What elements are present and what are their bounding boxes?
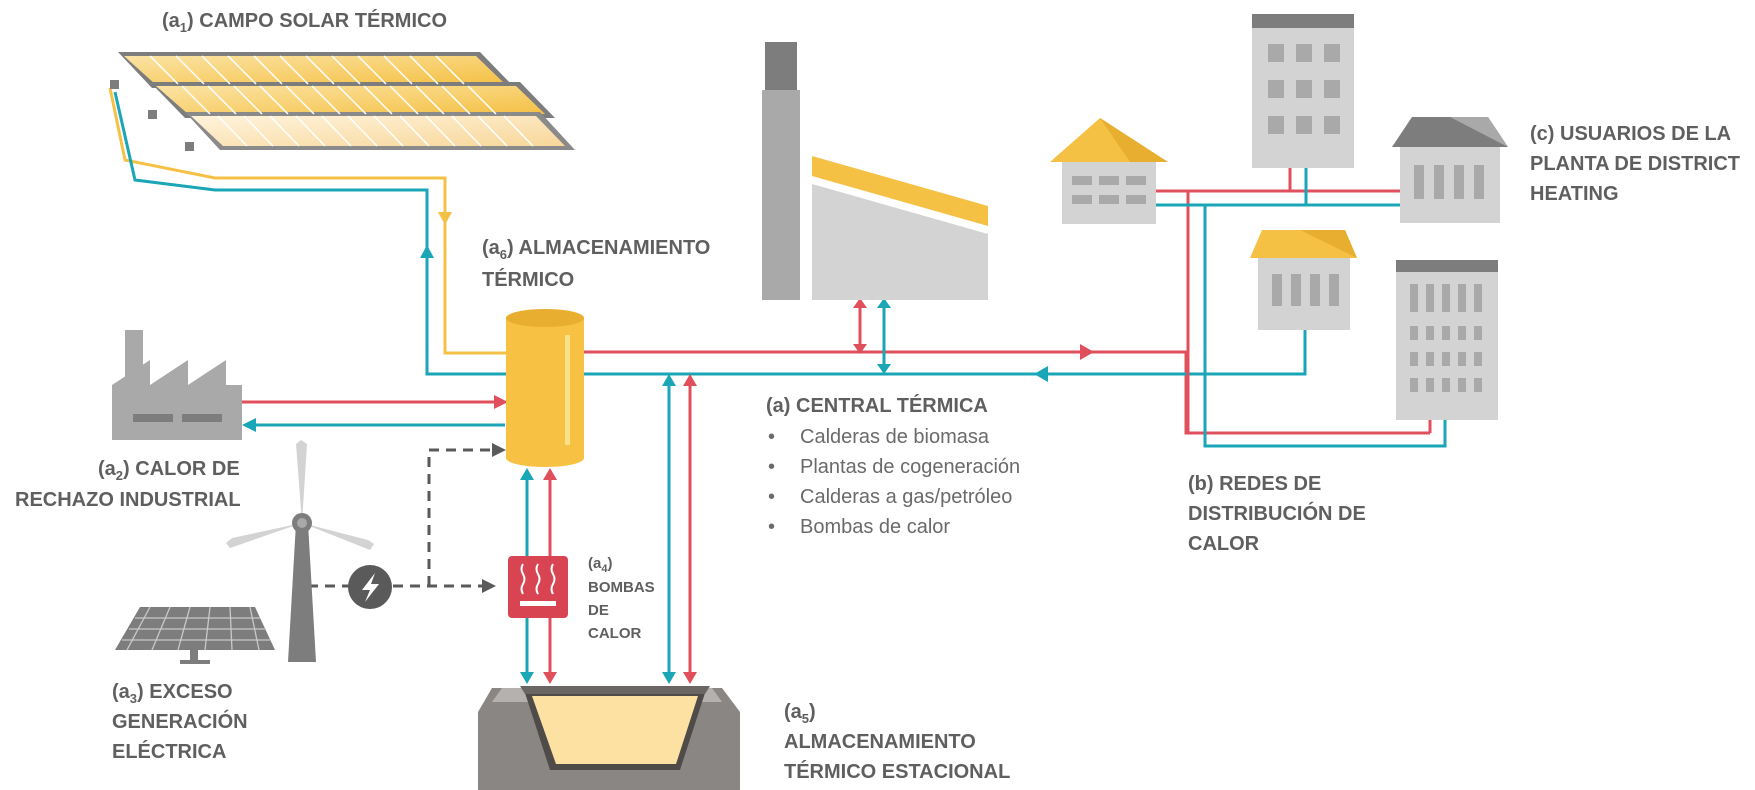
tank-cold-arrow-down xyxy=(520,672,534,684)
central-item: Calderas de biomasa xyxy=(800,426,990,448)
power-plant-icon xyxy=(762,42,988,300)
main-cold-pipe xyxy=(584,323,1307,376)
label-a5: (a5) xyxy=(784,701,816,726)
seasonal-storage-pit-icon xyxy=(478,686,740,790)
label-a2: (a2) CALOR DE xyxy=(98,458,240,483)
label-a-title: (a) CENTRAL TÉRMICA xyxy=(766,394,988,417)
label-b-line2: DISTRIBUCIÓN DE xyxy=(1188,501,1366,525)
label-a6-line2: TÉRMICO xyxy=(482,268,574,291)
tank-hot-arrow-up xyxy=(543,468,557,480)
label-a6: (a6) ALMACENAMIENTO xyxy=(482,237,710,262)
electric-dashed-line xyxy=(308,448,497,588)
electric-arrow-tank xyxy=(492,443,506,457)
label-a1: (a1) CAMPO SOLAR TÉRMICO xyxy=(162,9,447,35)
label-a3-line2: GENERACIÓN xyxy=(112,709,248,733)
electric-arrow-heatpump xyxy=(482,579,496,593)
label-a4-line4: CALOR xyxy=(588,625,641,642)
house-icon xyxy=(1050,118,1168,224)
label-a4: (a4) xyxy=(588,555,612,575)
central-item: Calderas a gas/petróleo xyxy=(800,486,1012,508)
apartment-building-icon xyxy=(1396,260,1498,420)
seasonal-hot-arrow-up xyxy=(683,374,697,386)
label-a4-line3: DE xyxy=(588,602,609,619)
main-cold-arrow xyxy=(1034,366,1048,382)
central-item: Bombas de calor xyxy=(800,516,950,538)
network-hot-a xyxy=(1155,189,1190,433)
central-items-list: • Calderas de biomasa • Plantas de cogen… xyxy=(768,426,1020,538)
plant-hot-arrow-up xyxy=(853,298,867,308)
bullet: • xyxy=(768,456,775,478)
main-hot-pipe xyxy=(584,350,1430,435)
storage-tank-icon xyxy=(506,309,584,467)
solar-return-arrow xyxy=(420,245,434,258)
network-cold-a xyxy=(1155,203,1447,448)
plant-hot-arrow-down xyxy=(853,344,867,354)
seasonal-cold-arrow-down xyxy=(662,672,676,684)
label-c-line2: PLANTA DE DISTRICT xyxy=(1530,153,1740,175)
tank-hot-arrow-down xyxy=(543,672,557,684)
central-item: Plantas de cogeneración xyxy=(800,456,1020,478)
tank-cold-arrow-up xyxy=(520,468,534,480)
label-a3-line3: ELÉCTRICA xyxy=(112,740,226,763)
apartment-building-icon xyxy=(1252,14,1354,168)
house-icon xyxy=(1392,117,1508,223)
seasonal-hot-arrow-down xyxy=(683,672,697,684)
main-hot-arrow xyxy=(1080,344,1094,360)
wind-turbine-icon xyxy=(226,440,374,662)
industrial-factory-icon xyxy=(112,330,242,440)
house-icon xyxy=(1250,230,1357,330)
label-b-line3: CALOR xyxy=(1188,533,1260,555)
bullet: • xyxy=(768,516,775,538)
label-a2-line2: RECHAZO INDUSTRIAL xyxy=(15,489,241,511)
heat-pump-icon xyxy=(508,556,568,618)
plant-cold-arrow-up xyxy=(877,298,891,308)
label-b-line1: (b) REDES DE xyxy=(1188,473,1321,495)
seasonal-cold-arrow-up xyxy=(662,374,676,386)
photovoltaic-panel-icon xyxy=(115,606,275,664)
solar-arrow xyxy=(438,212,452,225)
label-a5-line2: ALMACENAMIENTO xyxy=(784,731,976,753)
bullet: • xyxy=(768,426,775,448)
label-c-line1: (c) USUARIOS DE LA xyxy=(1530,123,1731,145)
label-c-line3: HEATING xyxy=(1530,183,1619,205)
solar-supply-pipe xyxy=(108,87,510,355)
solar-return-pipe xyxy=(113,91,510,376)
industrial-cold-arrow xyxy=(242,418,256,432)
bullet: • xyxy=(768,486,775,508)
lightning-icon xyxy=(348,565,392,609)
label-a3: (a3) EXCESO xyxy=(112,681,233,706)
plant-cold-arrow-down xyxy=(877,364,891,374)
chimney-icon xyxy=(765,42,797,90)
label-a5-line3: TÉRMICO ESTACIONAL xyxy=(784,760,1010,783)
solar-collector-icon xyxy=(110,52,575,151)
industrial-hot-arrow xyxy=(494,395,508,409)
label-a4-line2: BOMBAS xyxy=(588,579,655,596)
